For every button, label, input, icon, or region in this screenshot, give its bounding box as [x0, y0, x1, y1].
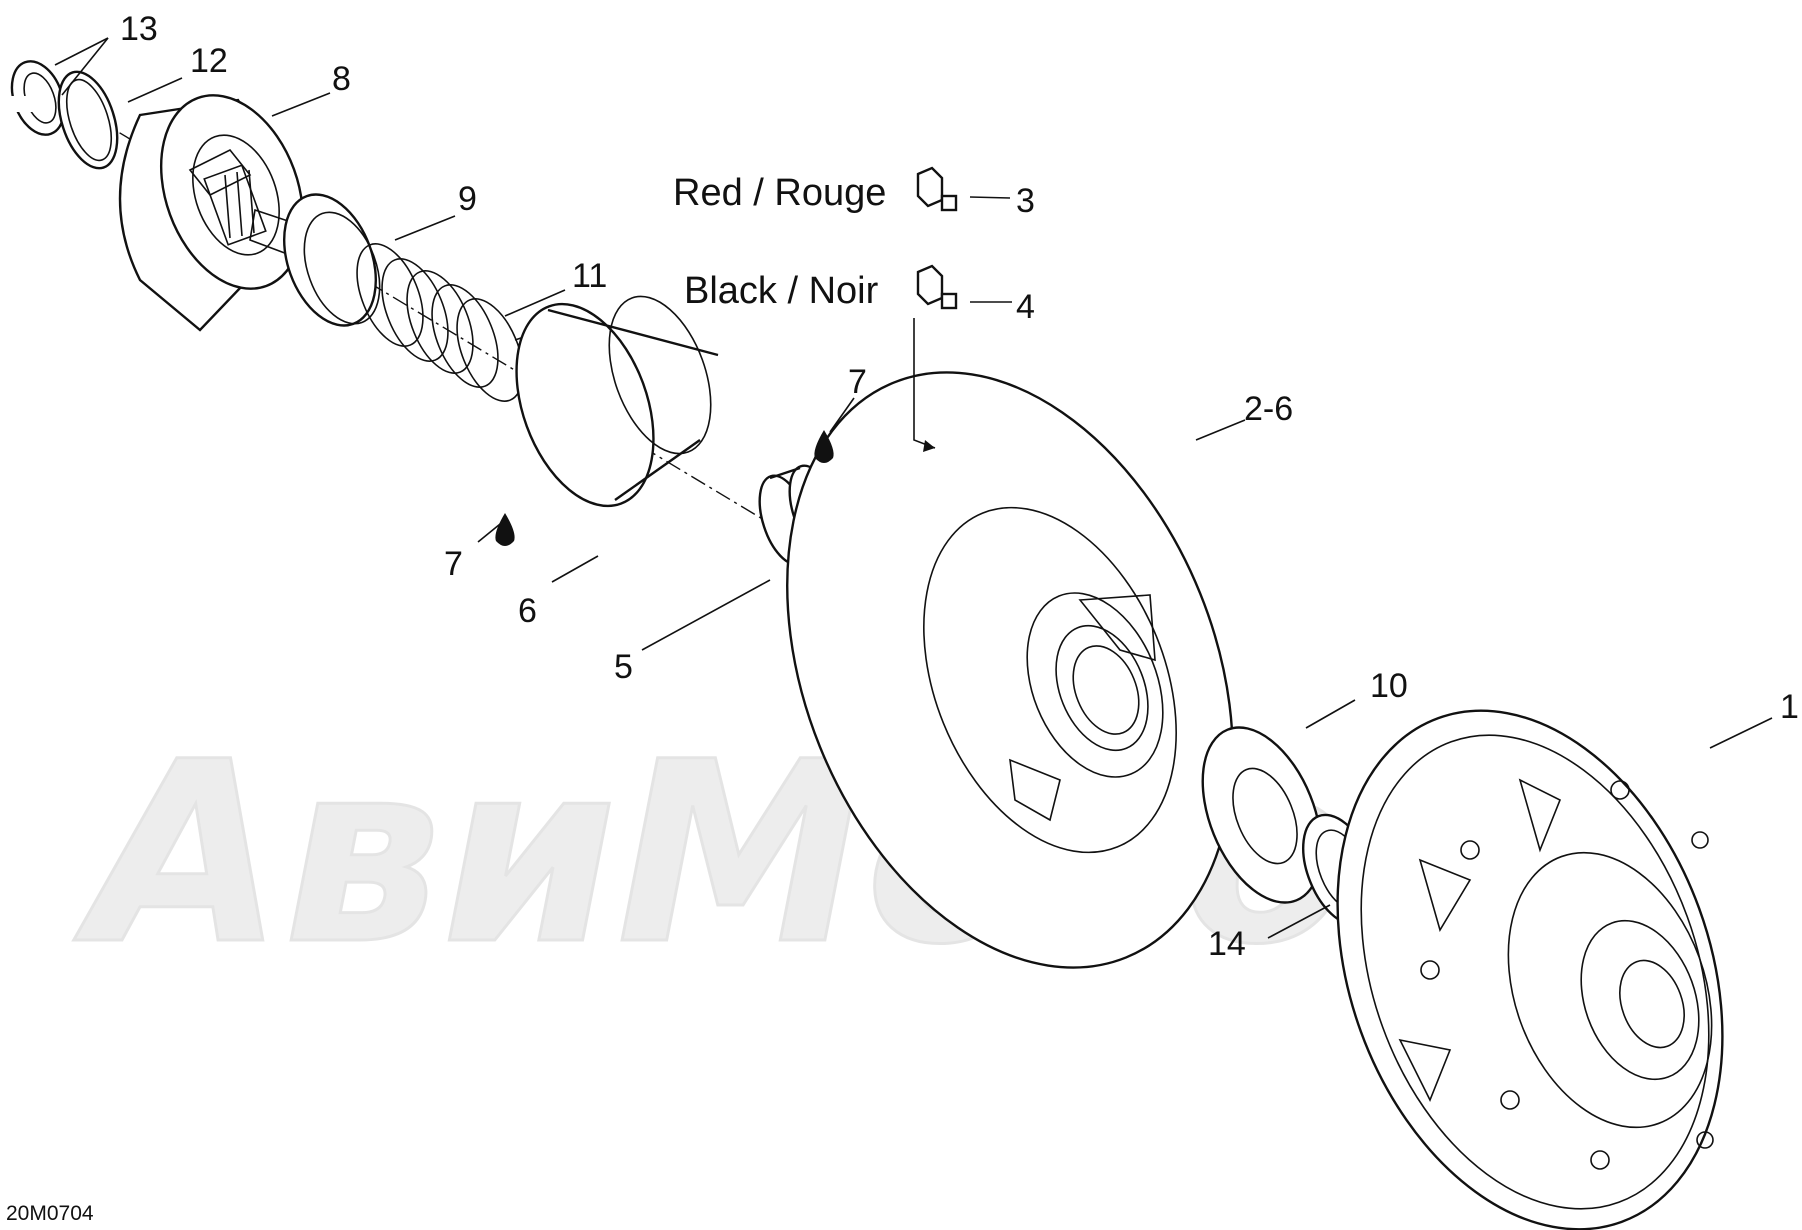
callout-10: 10	[1370, 667, 1408, 705]
callout-11: 11	[572, 257, 607, 295]
callout-1: 1	[1780, 688, 1799, 726]
drawing-code: 20M0704	[6, 1202, 94, 1225]
callout-13: 13	[120, 10, 158, 48]
callout-9: 9	[458, 180, 477, 218]
callouts: 13 12 8 9 11 7 7 6 5 3 4 2-6 10 14 1	[120, 10, 1799, 963]
part-1-fixed-sheave	[1336, 709, 1724, 1230]
callout-3: 3	[1016, 182, 1035, 220]
callout-4: 4	[1016, 288, 1035, 326]
part-11-spring	[356, 243, 546, 402]
callout-7-lower: 7	[444, 545, 463, 583]
callout-8: 8	[332, 60, 351, 98]
part-10-washer	[1201, 726, 1323, 904]
black-noir-label: Black / Noir	[684, 270, 879, 312]
red-rouge-label: Red / Rouge	[673, 172, 886, 214]
callout-12: 12	[190, 42, 228, 80]
callout-2-6: 2-6	[1244, 390, 1293, 428]
weight-insert-icon	[916, 166, 958, 310]
callout-14: 14	[1208, 925, 1246, 963]
callout-5: 5	[614, 648, 633, 686]
part-12-ring	[57, 70, 119, 170]
part-2-6-sliding-sheave	[786, 371, 1234, 969]
callout-7-upper: 7	[848, 363, 867, 401]
callout-6: 6	[518, 592, 537, 630]
part-6-cup	[515, 295, 719, 508]
lubricant-drop-icon	[495, 430, 834, 546]
leader-lines	[54, 37, 1773, 939]
part-8-cam-housing	[118, 94, 307, 332]
